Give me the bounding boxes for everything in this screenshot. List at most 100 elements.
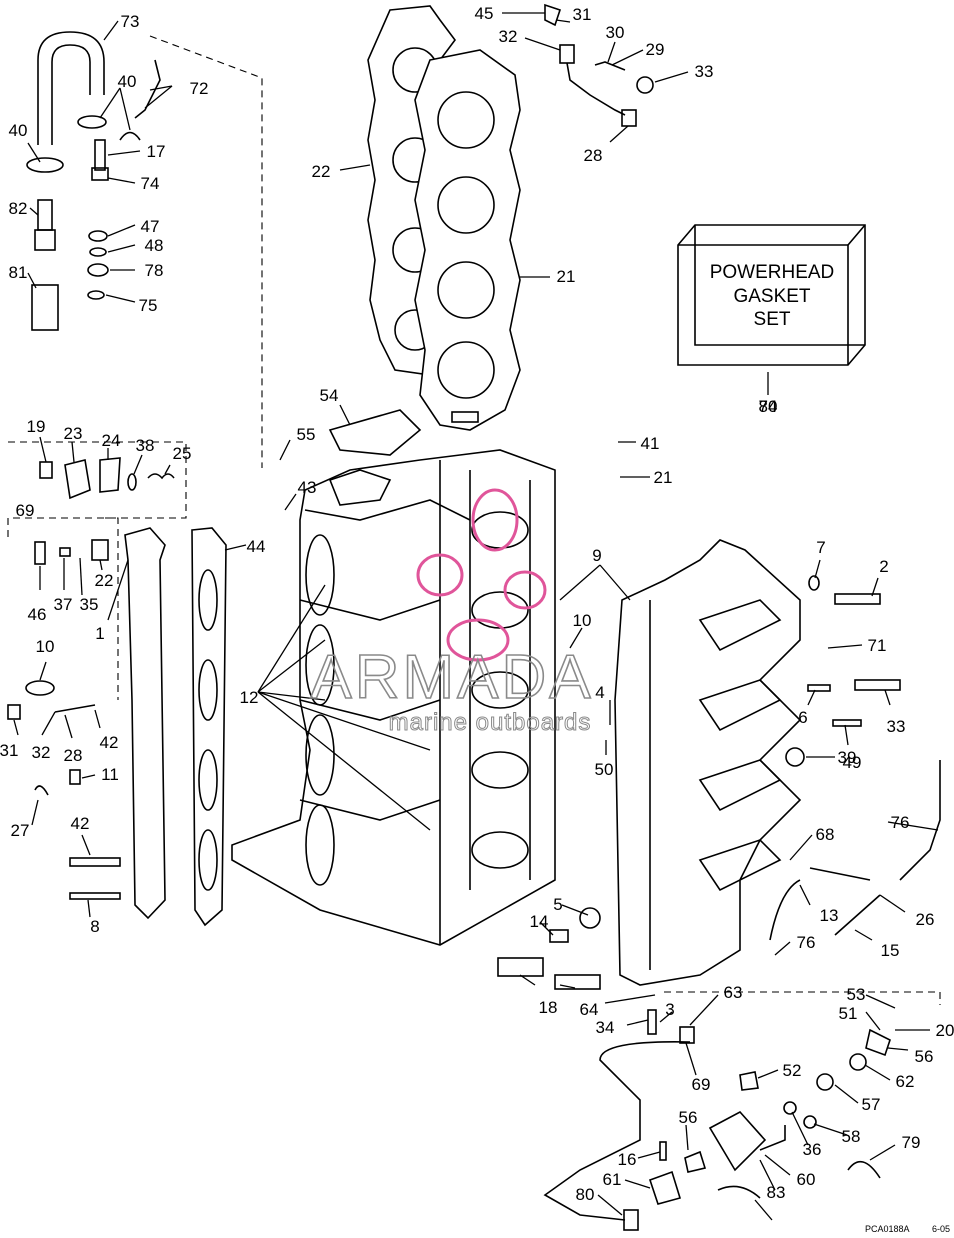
hose-clamp-40-illustration	[26, 115, 141, 173]
part-callout-37: 37	[54, 595, 73, 614]
part-callout-60: 60	[797, 1170, 816, 1189]
part-callout-31: 31	[0, 741, 18, 760]
small-parts-left-group	[7, 457, 175, 900]
side-gasket-21-illustration	[191, 527, 227, 927]
small-parts-right-group	[497, 575, 941, 1231]
part-callout-27: 27	[11, 821, 30, 840]
part-callout-35: 35	[80, 595, 99, 614]
part-callout-50: 50	[595, 760, 614, 779]
valve-82-81-illustration	[31, 199, 59, 331]
part-callout-82: 82	[9, 199, 28, 218]
part-callout-62: 62	[896, 1072, 915, 1091]
part-callout-5: 5	[553, 895, 562, 914]
part-callout-47: 47	[141, 217, 160, 236]
part-callout-57: 57	[862, 1095, 881, 1114]
part-callout-30: 30	[606, 23, 625, 42]
part-callout-9: 9	[592, 546, 601, 565]
part-callout-2: 2	[879, 557, 888, 576]
part-callout-26: 26	[916, 910, 935, 929]
part-callout-46: 46	[28, 605, 47, 624]
part-callout-18: 18	[539, 998, 558, 1017]
part-callout-41: 41	[641, 434, 660, 453]
part-callout-51: 51	[839, 1004, 858, 1023]
part-callout-14: 14	[530, 912, 549, 931]
part-callout-13: 13	[820, 906, 839, 925]
powerhead-gasket-set-box	[677, 224, 866, 366]
box-label-line: SET	[754, 309, 791, 330]
part-callout-8: 8	[90, 917, 99, 936]
part-callout-32: 32	[499, 27, 518, 46]
hose-73-illustration	[37, 31, 105, 145]
leader-lines	[13, 12, 939, 1221]
part-callout-43: 43	[298, 478, 317, 497]
sensor-harness-illustration	[544, 3, 654, 127]
part-callout-31: 31	[573, 5, 592, 24]
part-callout-81: 81	[9, 263, 28, 282]
part-callout-33: 33	[887, 717, 906, 736]
fitting-17-74-illustration	[91, 59, 161, 181]
part-callout-36: 36	[803, 1140, 822, 1159]
part-callout-24: 24	[102, 431, 121, 450]
part-callout-16: 16	[618, 1150, 637, 1169]
part-callout-7: 7	[816, 538, 825, 557]
part-callout-56: 56	[915, 1047, 934, 1066]
part-callout-32: 32	[32, 743, 51, 762]
part-callout-38: 38	[136, 436, 155, 455]
part-callout-45: 45	[475, 4, 494, 23]
part-callout-69: 69	[692, 1075, 711, 1094]
part-callout-58: 58	[842, 1127, 861, 1146]
part-callout-17: 17	[147, 142, 166, 161]
part-callout-29: 29	[646, 40, 665, 59]
part-callout-19: 19	[27, 417, 46, 436]
part-callout-48: 48	[145, 236, 164, 255]
part-callout-33: 33	[695, 62, 714, 81]
part-callout-21: 21	[557, 267, 576, 286]
part-callout-22: 22	[312, 162, 331, 181]
box-label-line: POWERHEAD	[710, 262, 835, 283]
drawing-code: PCA0188A	[865, 1224, 910, 1234]
part-callout-83: 83	[767, 1183, 786, 1202]
part-callout-49: 49	[843, 753, 862, 772]
part-callout-80: 80	[576, 1185, 595, 1204]
watermark-tagline: marine outboards	[389, 709, 592, 736]
part-callout-53: 53	[847, 985, 866, 1004]
part-callout-56: 56	[679, 1108, 698, 1127]
watermark-logo-mark	[416, 488, 547, 662]
watermark-brand: ARMADA	[310, 643, 593, 712]
part-callout-52: 52	[783, 1061, 802, 1080]
part-callout-68: 68	[816, 825, 835, 844]
part-callout-74: 74	[141, 174, 160, 193]
part-callout-72: 72	[190, 79, 209, 98]
part-callout-75: 75	[139, 296, 158, 315]
part-callout-11: 11	[101, 765, 119, 784]
part-callout-73: 73	[121, 12, 140, 31]
part-callout-40: 40	[9, 121, 28, 140]
part-callout-28: 28	[64, 746, 83, 765]
part-callout-6: 6	[798, 708, 807, 727]
part-callout-61: 61	[603, 1170, 622, 1189]
part-callout-76: 76	[797, 933, 816, 952]
part-callout-1: 1	[95, 624, 104, 643]
part-callout-76: 76	[891, 813, 910, 832]
part-callout-63: 63	[724, 983, 743, 1002]
part-callout-78: 78	[145, 261, 164, 280]
part-callout-40: 40	[118, 72, 137, 91]
part-callout-12: 12	[240, 688, 259, 707]
part-callout-21: 21	[654, 468, 673, 487]
box-label-line: GASKET	[733, 286, 810, 307]
part-callout-70: 70	[759, 397, 778, 416]
part-callout-69: 69	[16, 501, 35, 520]
part-callout-39: 39	[838, 748, 857, 767]
crankcase-block-illustration	[231, 449, 556, 946]
part-callout-10: 10	[573, 611, 592, 630]
part-callout-71: 71	[868, 636, 887, 655]
part-callout-10: 10	[36, 637, 55, 656]
part-callout-22: 22	[95, 571, 114, 590]
head-gasket-illustration	[414, 49, 521, 431]
part-callout-23: 23	[64, 424, 83, 443]
watermark: ARMADA marine outboards	[310, 488, 593, 737]
thermostat-cover-70-illustration	[328, 409, 422, 456]
washers-47-48-78-75-illustration	[87, 230, 109, 300]
